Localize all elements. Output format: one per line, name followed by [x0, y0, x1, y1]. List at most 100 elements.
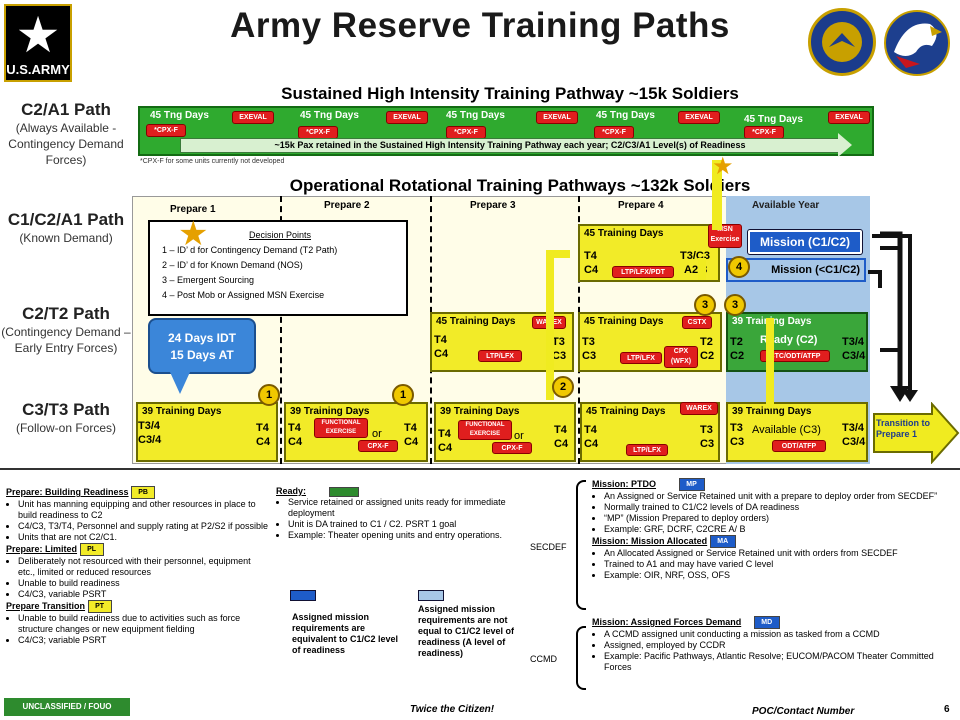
army-logo: ★ U.S.ARMY: [4, 4, 72, 82]
legend-item: Unable to build readiness: [18, 578, 268, 589]
pb-tag: PB: [131, 486, 156, 499]
panel-heading: 45 Training Days: [586, 406, 666, 417]
tng-days: 45 Tng Days: [596, 110, 655, 121]
grade-t: T4: [288, 422, 301, 434]
functional-exercise-badge: FUNCTIONAL EXERCISE: [314, 418, 368, 438]
mp-tag: MP: [678, 478, 705, 491]
legend-heading: Mission: Mission Allocated: [592, 535, 708, 546]
sustained-title: Sustained High Intensity Training Pathwa…: [281, 84, 739, 103]
cpxf-badge: CPX-F: [492, 442, 532, 454]
legend-item: Example: Pacific Pathways, Atlantic Reso…: [604, 651, 956, 673]
legend-heading: Mission: PTDO: [592, 478, 657, 489]
flow-arrows: [546, 234, 918, 408]
footnote: *CPX-F for some units currently not deve…: [140, 158, 285, 165]
eagle-emblem-icon: [822, 22, 862, 62]
decision-item: 2 – ID’ d for Known Demand (NOS): [162, 260, 303, 270]
tng-days: 45 Tng Days: [446, 110, 505, 121]
exeval-badge: EXEVAL: [536, 111, 578, 124]
page-title: Army Reserve Training Paths: [230, 6, 730, 45]
phase-divider: [280, 196, 282, 464]
ltp-lfx-pdt-badge: LTP/LFX/PDT: [612, 266, 674, 278]
grade-c: C4: [438, 442, 453, 454]
legend-afd: Mission: Assigned Forces Demand MD A CCM…: [592, 616, 956, 673]
ready-swatch: [328, 486, 359, 497]
legend-ready: Ready: Service retained or assigned unit…: [276, 486, 506, 541]
grade-t: T4: [584, 424, 597, 436]
legend-heading: Prepare: Building Readiness: [6, 486, 129, 497]
grade-t: T3: [552, 336, 565, 348]
retain-arrow-head: [838, 133, 852, 157]
phase-label: Prepare 4: [618, 200, 664, 211]
decision-item: 3 – Emergent Sourcing: [162, 275, 255, 285]
army-reserve-seal: [808, 8, 876, 76]
callout-line: 15 Days AT: [170, 348, 234, 362]
grade-t: T3/4: [842, 336, 865, 348]
legend-heading: Mission: Assigned Forces Demand: [592, 616, 742, 627]
phase-label: Prepare 3: [470, 200, 516, 211]
assigned-equivalent: Assigned mission requirements are equiva…: [292, 612, 399, 655]
motto: Twice the Citizen!: [410, 704, 495, 715]
exeval-badge: EXEVAL: [386, 111, 428, 124]
phase-label: Prepare 1: [170, 204, 216, 215]
path-name: C2/T2 Path: [22, 304, 110, 323]
legend-item: C4/C3, variable PSRT: [18, 589, 268, 600]
grade-t: T4: [554, 424, 567, 436]
path-desc: (Follow-on Forces): [15, 421, 117, 435]
legend-missions: Mission: PTDO MP An Assigned or Service …: [592, 478, 956, 581]
exeval-badge: EXEVAL: [678, 111, 720, 124]
grade-t: T3/4: [138, 420, 161, 432]
cpxf-badge: CPX-F: [358, 440, 398, 452]
page-number: 6: [944, 704, 950, 715]
grade-c: C3: [582, 350, 597, 362]
panel-c3t3-prepare1: 39 Training Days: [136, 402, 278, 462]
callout-line: 24 Days IDT: [167, 331, 237, 345]
eagle-head-logo: [884, 10, 950, 76]
md-tag: MD: [753, 616, 780, 629]
legend-item: Unable to build readiness due to activit…: [18, 613, 268, 635]
grade-c: C2: [700, 350, 715, 362]
legend-item: Normally trained to C1/C2 levels of DA r…: [604, 502, 956, 513]
grade-t: T3: [700, 424, 713, 436]
ctc-badge: CTC/ODT/ATFP: [760, 350, 830, 362]
transition-arrow-icon: [873, 402, 960, 464]
decision-marker-3: 3: [724, 294, 746, 316]
army-logo-text: U.S.ARMY: [6, 62, 70, 77]
assigned-not-equal: Assigned mission requirements are not eq…: [418, 604, 515, 658]
or-text: or: [372, 428, 382, 440]
panel-heading: 39 Training Days: [732, 406, 812, 417]
grade-c: C4: [288, 436, 303, 448]
legend-heading: Prepare Transition: [6, 600, 86, 611]
legend-item: Service retained or assigned units ready…: [288, 497, 506, 519]
decision-item: 4 – Post Mob or Assigned MSN Exercise: [162, 290, 325, 300]
phase-label: Available Year: [752, 200, 820, 211]
ltp-lfx-badge: LTP/LFX: [478, 350, 522, 362]
panel-heading: 39 Training Days: [290, 406, 370, 417]
path-desc: (Always Available - Contingency Demand F…: [8, 121, 124, 167]
grade-t: T2: [730, 336, 743, 348]
grade-t: T4: [584, 250, 597, 262]
cstx-badge: CSTX: [682, 316, 712, 329]
legend-item: An Assigned or Service Retained unit wit…: [604, 491, 956, 502]
cpxf-badge: *CPX-F: [146, 124, 186, 137]
blue-swatch: [290, 590, 316, 601]
connector-bar: [712, 160, 722, 230]
path-label-c1c2a1: C1/C2/A1 Path (Known Demand): [0, 210, 132, 246]
path-desc: (Known Demand): [19, 231, 113, 245]
grade-c: C4: [404, 436, 419, 448]
ready-label: Ready (C2): [760, 334, 818, 346]
ma-tag: MA: [709, 535, 736, 548]
legend-prepare: Prepare: Building Readiness PB Unit has …: [6, 486, 268, 646]
legend-item: Example: GRF, DCRF, C2CRE A/ B: [604, 524, 956, 535]
tng-days: 45 Tng Days: [744, 114, 803, 125]
warex-badge: WAREX: [680, 402, 718, 415]
ccmd-brace: [576, 626, 586, 690]
path-label-c3t3: C3/T3 Path (Follow-on Forces): [0, 400, 132, 436]
black-flow-arrow: [880, 231, 910, 402]
retain-arrow: ~15k Pax retained in the Sustained High …: [180, 138, 840, 153]
section-divider: [0, 468, 960, 470]
ltp-lfx-badge: LTP/LFX: [620, 352, 662, 364]
grade-t: T3: [730, 422, 743, 434]
exeval-badge: EXEVAL: [232, 111, 274, 124]
legend-item: An Allocated Assigned or Service Retaine…: [604, 548, 956, 559]
decision-title: Decision Points: [248, 230, 312, 240]
